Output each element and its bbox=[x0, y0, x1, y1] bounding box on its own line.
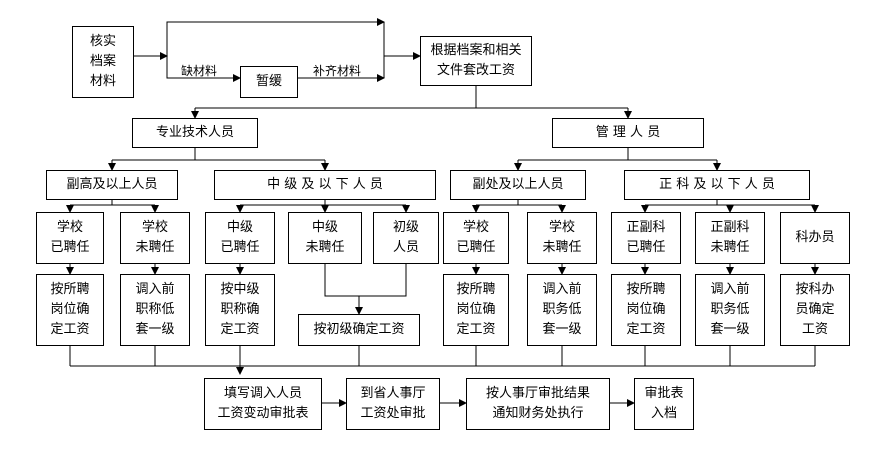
node-mgmt: 管 理 人 员 bbox=[552, 118, 704, 148]
node-r3: 按中级 职称确 定工资 bbox=[205, 274, 275, 346]
node-r2: 调入前 职称低 套一级 bbox=[120, 274, 190, 346]
label-missing: 缺材料 bbox=[181, 64, 218, 78]
node-r10: 按科办 员确定 工资 bbox=[780, 274, 850, 346]
node-postpone: 暂缓 bbox=[240, 66, 298, 98]
node-f1: 填写调入人员 工资变动审批表 bbox=[204, 378, 322, 430]
node-m2: 学校 未聘任 bbox=[527, 212, 597, 264]
node-t4: 中级 未聘任 bbox=[288, 212, 362, 264]
label-supplement: 补齐材料 bbox=[313, 64, 362, 78]
node-section: 正 科 及 以 下 人 员 bbox=[624, 170, 810, 200]
node-r6: 按所聘 岗位确 定工资 bbox=[443, 274, 509, 346]
node-t5: 初级 人员 bbox=[373, 212, 439, 264]
node-r7: 调入前 职务低 套一级 bbox=[527, 274, 597, 346]
node-f4: 审批表 入档 bbox=[634, 378, 694, 430]
node-t1: 学校 已聘任 bbox=[36, 212, 104, 264]
node-verify: 核实 档案 材料 bbox=[72, 26, 134, 98]
node-m1: 学校 已聘任 bbox=[443, 212, 509, 264]
node-r8: 按所聘 岗位确 定工资 bbox=[611, 274, 681, 346]
node-senior: 副高及以上人员 bbox=[46, 170, 178, 200]
node-t2: 学校 未聘任 bbox=[120, 212, 190, 264]
line-top-path bbox=[166, 18, 385, 56]
node-m3: 正副科 已聘任 bbox=[611, 212, 681, 264]
node-f3: 按人事厅审批结果 通知财务处执行 bbox=[466, 378, 610, 430]
node-r45: 按初级确定工资 bbox=[298, 314, 420, 346]
node-midlow: 中 级 及 以 下 人 员 bbox=[214, 170, 436, 200]
node-f2: 到省人事厅 工资处审批 bbox=[346, 378, 440, 430]
node-tech: 专业技术人员 bbox=[132, 118, 258, 148]
line-missing-path bbox=[166, 56, 241, 82]
node-m4: 正副科 未聘任 bbox=[695, 212, 765, 264]
node-r1: 按所聘 岗位确 定工资 bbox=[36, 274, 104, 346]
node-deputy: 副处及以上人员 bbox=[450, 170, 586, 200]
node-r9: 调入前 职务低 套一级 bbox=[695, 274, 765, 346]
node-t3: 中级 已聘任 bbox=[205, 212, 275, 264]
node-adjust: 根据档案和相关 文件套改工资 bbox=[420, 36, 532, 86]
node-m5: 科办员 bbox=[780, 212, 850, 264]
